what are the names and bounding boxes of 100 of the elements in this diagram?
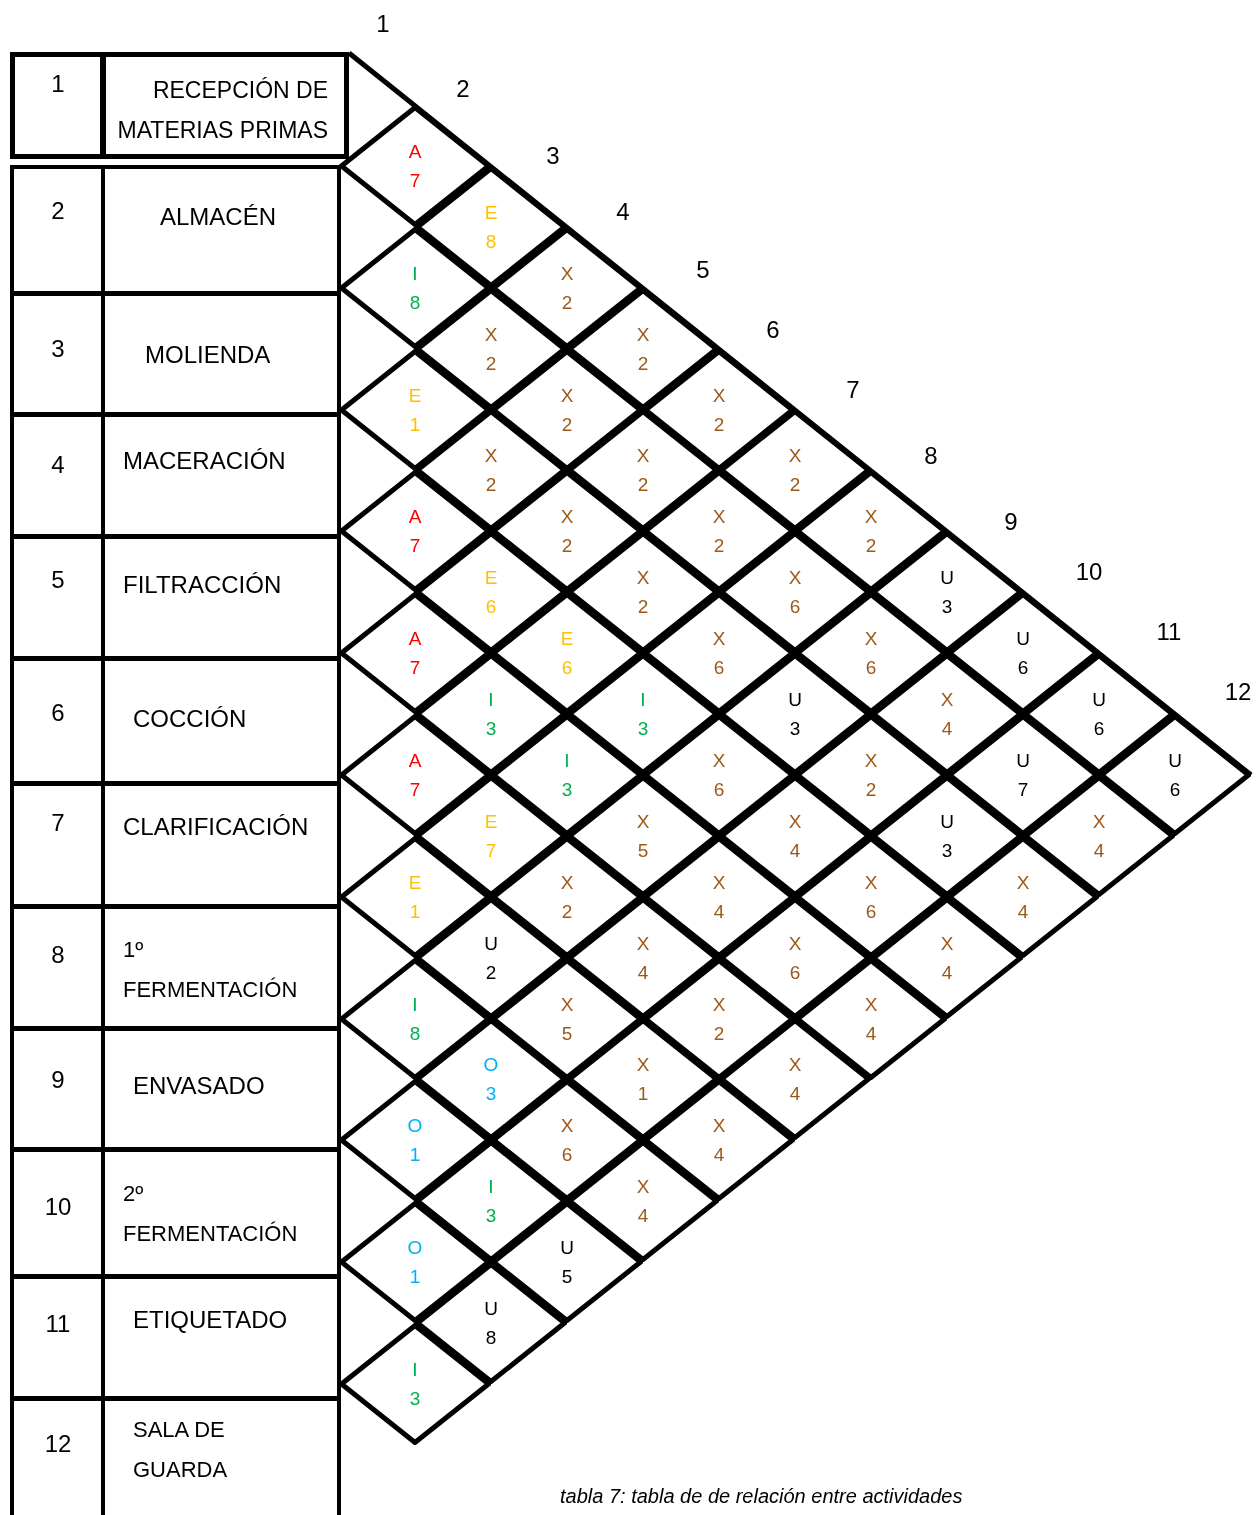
closeness-code: U [1091,689,1107,711]
activity-name: RECEPCIÓN DE MATERIAS PRIMAS [116,76,328,145]
closeness-code: U [939,810,955,833]
closeness-code: X [559,384,575,407]
activity-number: 2 [50,197,66,225]
closeness-code: X [635,810,651,833]
reason-code: 2 [636,352,650,375]
closeness-code: X [559,871,575,894]
column-number: 12 [1223,678,1253,706]
closeness-code: A [407,628,423,651]
closeness-code: A [407,140,423,163]
column-number: 9 [1003,508,1019,536]
column-number: 5 [695,256,711,284]
closeness-code: X [863,749,879,772]
activity-number: 1 [50,70,66,98]
activity-number: 10 [43,1193,73,1221]
column-number: 2 [455,75,471,103]
activity-number: 7 [50,809,66,837]
reason-code: 4 [788,839,802,862]
reason-code: 6 [788,596,802,619]
caption: tabla 7: tabla de de relación entre actividades [560,1485,963,1508]
activity-name: ETIQUETADO [133,1305,289,1335]
closeness-code: U [559,1237,575,1260]
closeness-code: U [1167,749,1183,772]
activity-name: ALMACÉN [160,202,278,232]
activity-name: ENVASADO [133,1071,266,1101]
closeness-code: E [407,384,423,407]
closeness-code: O [406,1237,424,1260]
reason-code: 2 [560,535,574,558]
reason-code: 2 [636,596,650,619]
closeness-code: X [483,445,499,468]
closeness-code: E [559,628,575,651]
reason-code: 8 [408,1022,422,1045]
reason-code: 7 [1016,778,1030,801]
closeness-code: X [787,1054,803,1077]
reason-code: 7 [408,535,422,558]
column-number: 6 [765,316,781,344]
reason-code: 2 [712,1022,726,1045]
closeness-code: X [787,810,803,833]
closeness-code: X [711,506,727,529]
closeness-code: X [559,506,575,529]
reason-code: 5 [560,1266,574,1289]
activity-number: 5 [50,566,66,594]
reason-code: 6 [560,657,574,680]
reason-code: 3 [636,718,650,740]
column-number: 4 [615,198,631,226]
reason-code: 8 [484,230,498,253]
reason-code: 2 [560,291,574,314]
reason-code: 4 [636,961,650,984]
column-number: 1 [375,10,391,38]
reason-code: 2 [864,778,878,801]
closeness-code: X [711,384,727,407]
column-number: 8 [923,442,939,470]
reason-code: 2 [712,535,726,558]
reason-code: 1 [408,1266,422,1289]
closeness-code: I [487,689,495,711]
closeness-code: X [711,1115,727,1138]
reason-code: 6 [864,900,878,923]
closeness-code: X [711,628,727,651]
reason-code: 1 [408,413,422,436]
closeness-code: X [559,993,575,1016]
reason-code: 6 [560,1144,574,1167]
reason-code: 2 [560,413,574,436]
activity-number: 8 [50,941,66,969]
closeness-code: X [635,1176,651,1199]
closeness-code: X [1015,871,1031,894]
reason-code: 8 [484,1327,498,1349]
reason-code: 7 [408,169,422,192]
reason-code: 4 [1092,839,1106,862]
reason-code: 2 [560,900,574,923]
column-number: 3 [545,142,561,170]
closeness-code: O [482,1054,500,1077]
activity-name: MACERACIÓN [123,446,287,476]
closeness-code: I [487,1176,495,1199]
closeness-code: X [863,871,879,894]
closeness-code: E [407,871,423,894]
activity-name: SALA DE GUARDA [133,1416,229,1484]
column-number: 11 [1155,618,1183,646]
reason-code: 7 [408,778,422,801]
closeness-code: X [863,993,879,1016]
reason-code: 4 [1016,900,1030,923]
activity-number: 12 [43,1430,73,1458]
closeness-code: I [639,689,647,711]
column-number: 7 [845,376,861,404]
closeness-code: A [407,506,423,529]
closeness-code: U [939,567,955,590]
reason-code: 3 [940,839,954,862]
activity-number: 6 [50,699,66,727]
reason-code: 6 [1016,657,1030,680]
activity-number: 3 [50,335,66,363]
reason-code: 2 [788,474,802,497]
reason-code: 6 [788,961,802,984]
reason-code: 6 [864,657,878,680]
reason-code: 1 [408,1144,422,1167]
activity-number: 4 [50,451,66,479]
reason-code: 4 [940,961,954,984]
reason-code: 2 [864,535,878,558]
closeness-code: X [711,871,727,894]
reason-code: 1 [408,900,422,923]
closeness-code: U [1015,749,1031,772]
